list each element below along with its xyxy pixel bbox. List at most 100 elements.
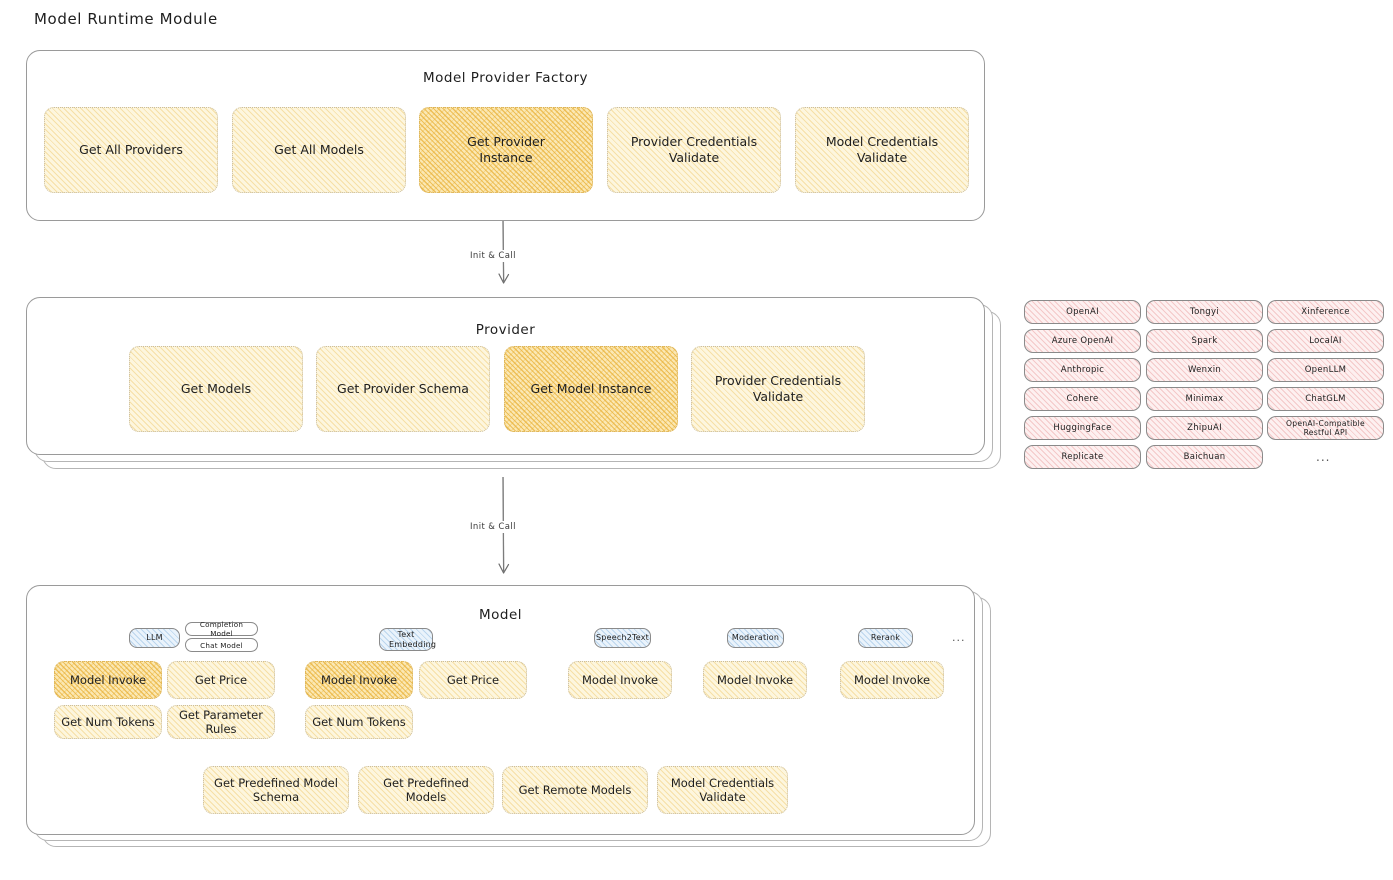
method-label: Get Predefined Model Schema [214,775,338,804]
provider-box-label: Get Provider Schema [337,381,469,397]
provider-chip-baichuan[interactable]: Baichuan [1146,445,1263,469]
provider-chip-label: Cohere [1066,393,1099,404]
model-provider-factory-title: Model Provider Factory [422,70,588,86]
model-subtag-label: Completion Model [199,620,244,638]
model-types-more: ... [952,631,966,644]
method-label: Get Parameter Rules [179,707,263,736]
model-type-tag-text-embedding[interactable]: Text Embedding [379,628,436,651]
factory-box-provider-credentials-validate[interactable]: Provider Credentials Validate [607,107,781,193]
llm-method-get-price[interactable]: Get Price [167,661,275,699]
provider-chip-label: HuggingFace [1053,422,1112,433]
method-label: Get Price [194,672,248,687]
provider-box-get-models[interactable]: Get Models [129,346,303,432]
method-label: Get Num Tokens [312,714,406,729]
model-subtag-chat-model[interactable]: Chat Model [185,638,258,652]
provider-chip-wenxin[interactable]: Wenxin [1146,358,1263,382]
model-common-model-credentials-validate[interactable]: Model Credentials Validate [657,766,788,814]
provider-chip-label: OpenLLM [1304,364,1347,375]
method-label: Get Price [446,672,500,687]
method-label: Get Num Tokens [61,714,155,729]
provider-chip-label: Azure OpenAI [1051,335,1114,346]
provider-chip-label: ChatGLM [1305,393,1346,404]
provider-chip-spark[interactable]: Spark [1146,329,1263,353]
model-common-get-predefined-models[interactable]: Get Predefined Models [358,766,494,814]
provider-chip-label: LocalAI [1309,335,1342,346]
model-type-tag-rerank[interactable]: Rerank [858,628,913,648]
provider-chip-replicate[interactable]: Replicate [1024,445,1141,469]
arrow-1-label: Init & Call [467,250,519,262]
method-label: Model Credentials Validate [670,775,775,804]
llm-method-get-parameter-rules[interactable]: Get Parameter Rules [167,705,275,739]
model-common-get-predefined-model-schema[interactable]: Get Predefined Model Schema [203,766,349,814]
provider-chip-label: Minimax [1185,393,1224,404]
factory-box-label: Get Provider Instance [467,134,545,165]
provider-chip-chatglm[interactable]: ChatGLM [1267,387,1384,411]
provider-chip-label: Wenxin [1187,364,1222,375]
provider-box-provider-credentials-validate[interactable]: Provider Credentials Validate [691,346,865,432]
model-type-tag-label: Speech2Text [596,633,649,643]
provider-chip-label: Baichuan [1183,451,1226,462]
provider-list-more: ... [1316,450,1331,464]
provider-chip-minimax[interactable]: Minimax [1146,387,1263,411]
llm-method-get-num-tokens[interactable]: Get Num Tokens [54,705,162,739]
provider-chip-zhipuai[interactable]: ZhipuAI [1146,416,1263,440]
model-subtag-label: Chat Model [200,640,243,650]
provider-chip-xinference[interactable]: Xinference [1267,300,1384,324]
provider-box-get-model-instance[interactable]: Get Model Instance [504,346,678,432]
provider-chip-openai-compatible-restful-api[interactable]: OpenAI-Compatible Restful API [1267,416,1384,440]
moderation-method-model-invoke[interactable]: Model Invoke [703,661,807,699]
provider-chip-huggingface[interactable]: HuggingFace [1024,416,1141,440]
llm-method-model-invoke[interactable]: Model Invoke [54,661,162,699]
provider-chip-label: OpenAI [1066,306,1099,317]
speech2text-method-model-invoke[interactable]: Model Invoke [568,661,672,699]
provider-box-get-provider-schema[interactable]: Get Provider Schema [316,346,490,432]
provider-chip-openai[interactable]: OpenAI [1024,300,1141,324]
provider-chip-anthropic[interactable]: Anthropic [1024,358,1141,382]
provider-box-label: Get Models [180,381,252,397]
provider-chip-localai[interactable]: LocalAI [1267,329,1384,353]
provider-chip-label: Tongyi [1190,306,1219,317]
provider-list: OpenAI Azure OpenAI Anthropic Cohere Hug… [1024,300,1384,475]
factory-box-label: Get All Providers [79,142,183,158]
provider-chip-label: Xinference [1301,306,1350,317]
provider-chip-label: Spark [1191,335,1218,346]
method-label: Get Remote Models [518,782,632,797]
method-label: Model Invoke [853,672,931,687]
model-type-tag-label: Moderation [731,633,780,643]
page-title: Model Runtime Module [34,10,218,28]
model-type-tag-label: LLM [146,633,163,643]
model-common-get-remote-models[interactable]: Get Remote Models [502,766,648,814]
arrow-provider-to-model: Init & Call [467,476,540,587]
model-type-tag-llm[interactable]: LLM [129,628,180,648]
model-subtag-completion-model[interactable]: Completion Model [185,620,258,638]
method-label: Model Invoke [581,672,659,687]
provider-chip-label: Replicate [1061,451,1104,462]
factory-box-label: Model Credentials Validate [825,134,939,165]
provider-chip-label: OpenAI-Compatible Restful API [1285,418,1366,437]
method-label: Get Predefined Models [383,775,469,804]
text-embedding-method-get-price[interactable]: Get Price [419,661,527,699]
provider-chip-tongyi[interactable]: Tongyi [1146,300,1263,324]
method-label: Model Invoke [69,672,147,687]
factory-box-get-provider-instance[interactable]: Get Provider Instance [419,107,593,193]
provider-chip-azure-openai[interactable]: Azure OpenAI [1024,329,1141,353]
arrow-2-label: Init & Call [467,521,519,533]
provider-chip-label: ZhipuAI [1187,422,1222,433]
method-label: Model Invoke [320,672,398,687]
factory-box-get-all-models[interactable]: Get All Models [232,107,406,193]
text-embedding-method-model-invoke[interactable]: Model Invoke [305,661,413,699]
factory-box-model-credentials-validate[interactable]: Model Credentials Validate [795,107,969,193]
rerank-method-model-invoke[interactable]: Model Invoke [840,661,944,699]
provider-title: Provider [475,322,536,338]
provider-chip-cohere[interactable]: Cohere [1024,387,1141,411]
method-label: Model Invoke [716,672,794,687]
factory-box-get-all-providers[interactable]: Get All Providers [44,107,218,193]
model-type-tag-speech2text[interactable]: Speech2Text [594,628,651,648]
model-type-tag-label: Rerank [870,633,901,643]
arrow-factory-to-provider: Init & Call [467,220,540,299]
provider-box-label: Get Model Instance [530,381,652,397]
text-embedding-method-get-num-tokens[interactable]: Get Num Tokens [305,705,413,739]
factory-box-label: Get All Models [274,142,364,158]
provider-chip-openllm[interactable]: OpenLLM [1267,358,1384,382]
model-type-tag-moderation[interactable]: Moderation [727,628,784,648]
